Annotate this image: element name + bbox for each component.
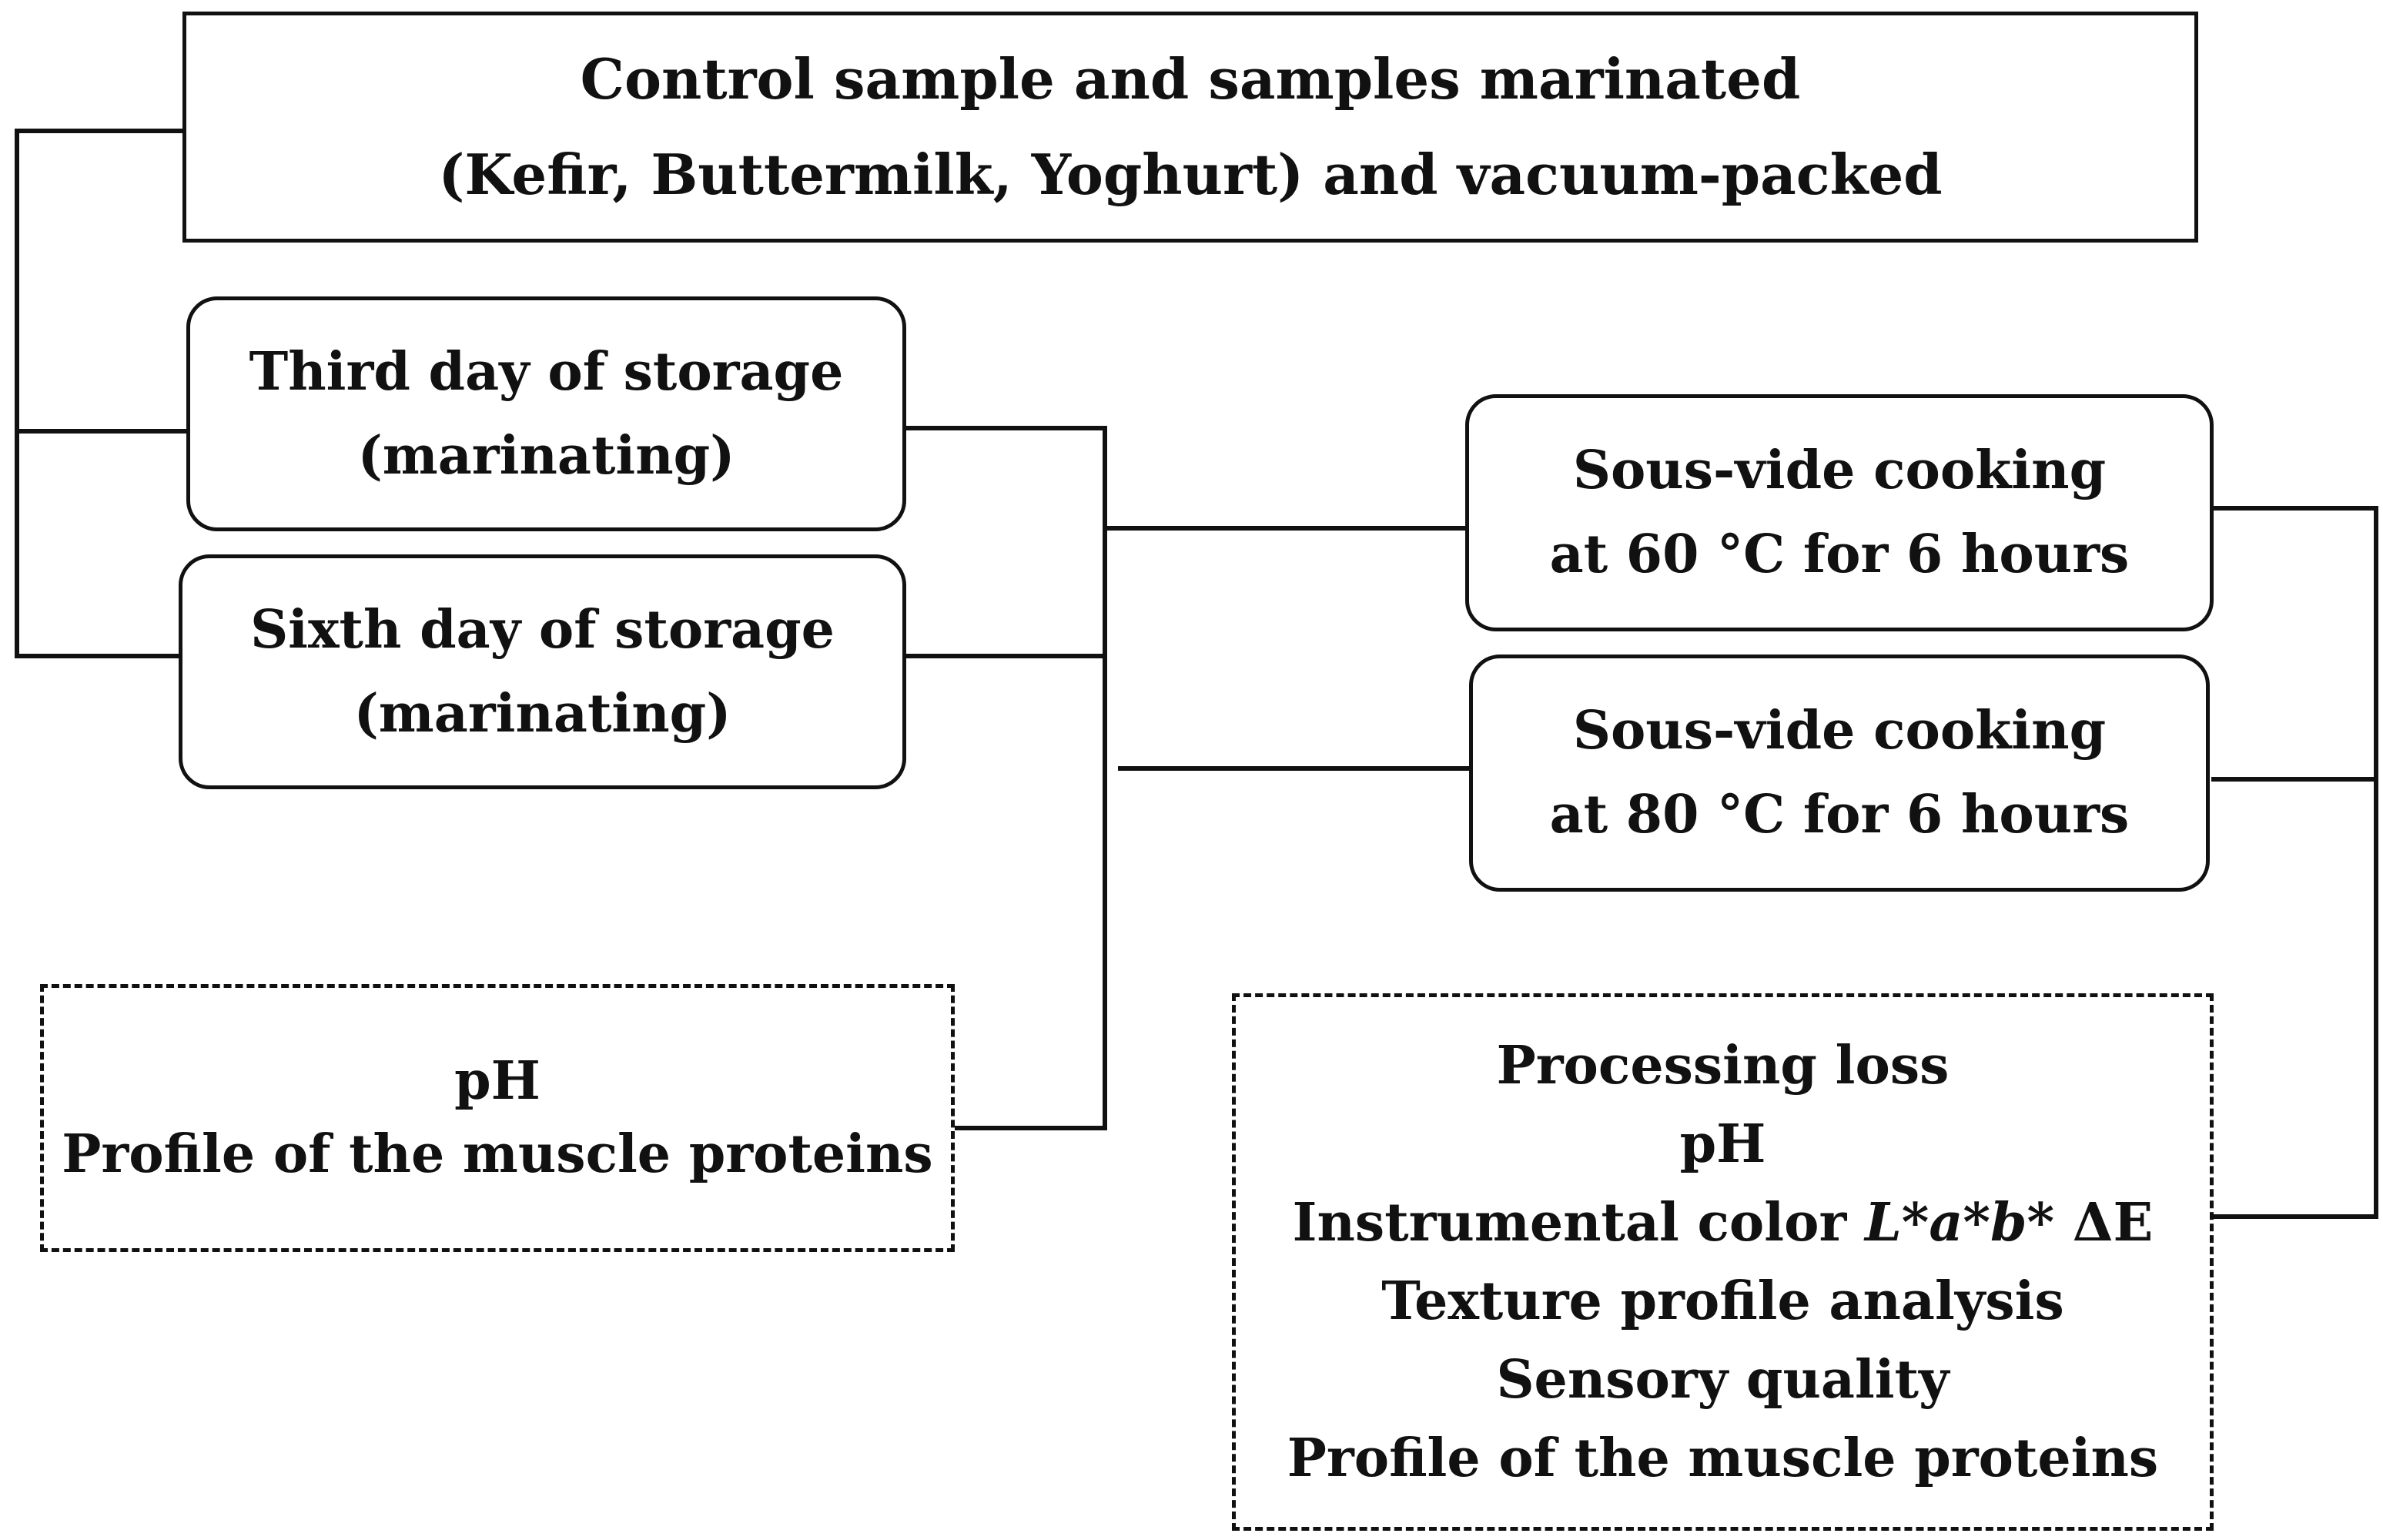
header-box: Control sample and samples marinated (Ke… [182, 12, 2198, 243]
cooked-analysis-sensory: Sensory quality [1496, 1349, 1950, 1411]
storage-sixth-day-line-2: (marinating) [353, 682, 731, 745]
storage-sixth-day-line-1: Sixth day of storage [250, 598, 835, 661]
color-delta: ΔE [2054, 1192, 2154, 1254]
connector-third-day-out [902, 426, 1107, 1130]
storage-third-day-line-1: Third day of storage [249, 340, 844, 403]
color-label: Instrumental color [1292, 1192, 1865, 1254]
header-line-2: (Kefir, Buttermilk, Yoghurt) and vacuum-… [438, 142, 1943, 207]
marinated-analysis-ph: pH [454, 1050, 541, 1112]
storage-third-day-line-2: (marinating) [357, 424, 735, 487]
cooking-box-80c: Sous-vide cooking at 80 °C for 6 hours [1469, 654, 2210, 892]
connector-cooking-to-results [2211, 506, 2378, 1219]
cooking-80c-line-2: at 80 °C for 6 hours [1549, 784, 2130, 845]
cooking-60c-line-2: at 60 °C for 6 hours [1549, 524, 2130, 585]
connector-header-to-storage [15, 129, 187, 658]
marinated-analyses-box: pH Profile of the muscle proteins [40, 984, 955, 1252]
cooked-analysis-color: Instrumental color L*a*b* ΔE [1293, 1183, 2154, 1262]
storage-box-third-day: Third day of storage (marinating) [186, 296, 906, 531]
marinated-analysis-proteins: Profile of the muscle proteins [62, 1123, 933, 1185]
cooking-80c-line-1: Sous-vide cooking [1572, 700, 2107, 762]
cooked-analysis-ph: pH [1679, 1113, 1766, 1175]
cooked-analyses-box: Processing loss pH Instrumental color L*… [1232, 993, 2214, 1531]
header-line-1: Control sample and samples marinated [580, 46, 1801, 112]
cooked-analysis-texture: Texture profile analysis [1381, 1270, 2064, 1332]
color-lab-params: L*a*b* [1864, 1192, 2055, 1254]
cooking-60c-line-1: Sous-vide cooking [1572, 440, 2107, 502]
cooked-analysis-proteins: Profile of the muscle proteins [1287, 1428, 2159, 1489]
cooking-box-60c: Sous-vide cooking at 60 °C for 6 hours [1465, 394, 2214, 631]
cooked-analysis-processing-loss: Processing loss [1496, 1035, 1950, 1096]
storage-box-sixth-day: Sixth day of storage (marinating) [179, 554, 906, 789]
